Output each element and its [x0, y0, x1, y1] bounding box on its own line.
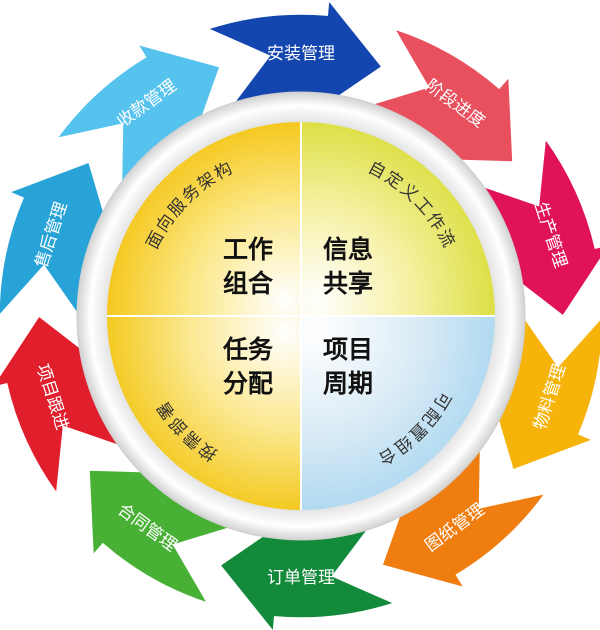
- quadrant-title-br-line2: 周期: [323, 369, 373, 398]
- arrow-label-1: 安装管理: [267, 44, 335, 64]
- quadrant-title-bl-line1: 任务: [222, 335, 273, 364]
- quadrant-title-tr-line2: 共享: [323, 269, 373, 298]
- quadrant-bottom-right: [301, 316, 495, 510]
- quadrant-title-br-line1: 项目: [323, 335, 373, 364]
- quadrant-title-tl-line2: 组合: [223, 269, 274, 298]
- quadrant-title-tl-line1: 工作: [223, 235, 273, 264]
- quadrant-title-tr-line1: 信息: [323, 235, 373, 264]
- quadrant-bottom-left: [107, 316, 301, 510]
- quadrant-top-right: [301, 122, 495, 316]
- quadrant-top-left: [107, 122, 301, 316]
- quadrant-title-bl-line2: 分配: [223, 369, 273, 398]
- center-disc: 面向服务架构 自定义工作流 可配置组合 按需部署 工作 组合 信息 共享 项目 …: [107, 122, 495, 510]
- arrow-label-6: 订单管理: [267, 568, 335, 588]
